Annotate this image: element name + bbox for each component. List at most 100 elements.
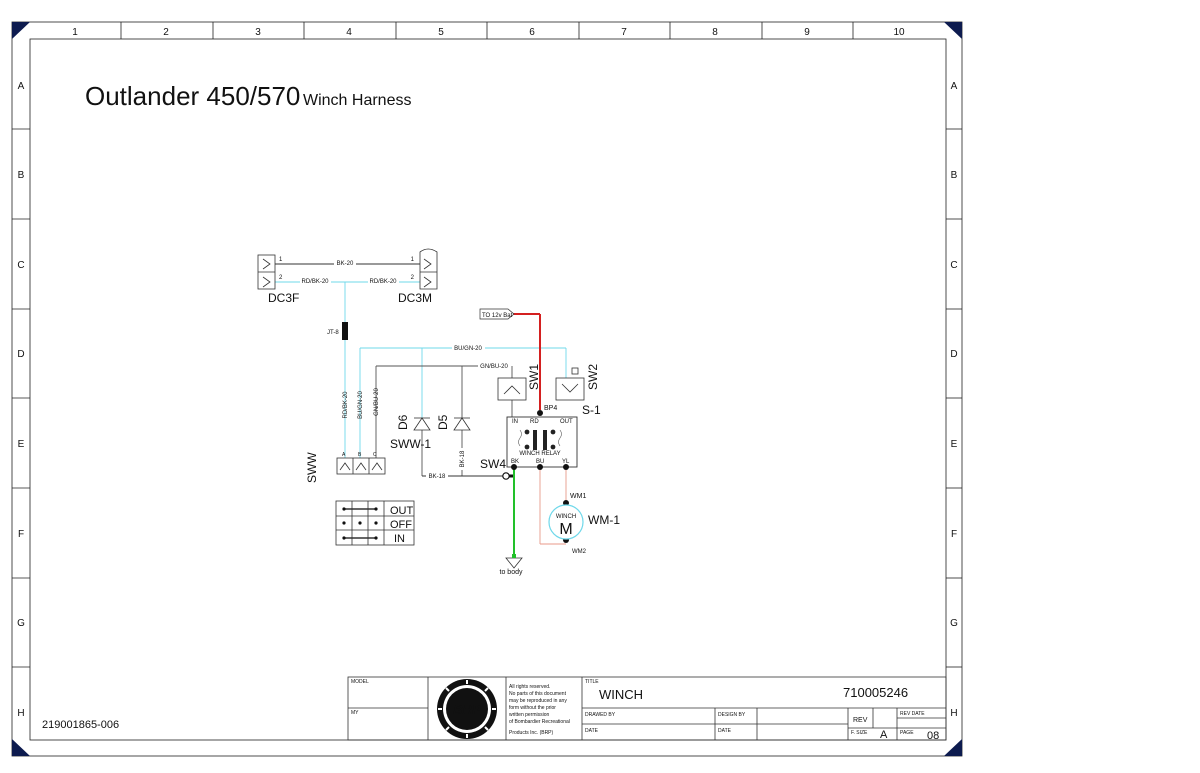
tb-title-label: TITLE xyxy=(585,679,599,685)
svg-text:written permission: written permission xyxy=(509,712,550,718)
tb-model-label: MODEL xyxy=(351,679,369,685)
connector-dc3m xyxy=(419,248,438,290)
label-d5: D5 xyxy=(436,414,450,430)
row-label-h: H xyxy=(17,708,24,719)
brp-logo: BRP xyxy=(295,679,497,739)
row-label-a-right: A xyxy=(951,81,958,92)
ground-symbol xyxy=(505,554,523,569)
wire-labels: BK-20 RD/BK-20 RD/BK-20 RD/BK-20 BU/GN-2… xyxy=(300,259,510,480)
label-dc3f: DC3F xyxy=(268,291,299,305)
row-label-a: A xyxy=(18,81,25,92)
tb-page-label: PAGE xyxy=(900,730,914,736)
row-label-b: B xyxy=(18,170,25,181)
dc3m-pin-1: 1 xyxy=(411,257,415,263)
tb-legal-notice: All rights reserved. No parts of this do… xyxy=(509,684,570,736)
label-bp4: BP4 xyxy=(544,405,557,412)
label-wm2: WM2 xyxy=(572,549,587,555)
label-sww: SWW xyxy=(305,452,319,483)
connector-sw2 xyxy=(555,367,585,401)
dc3f-pin-1: 1 xyxy=(279,257,283,263)
dc3f-pin-2: 2 xyxy=(279,275,283,281)
relay-name: WINCH RELAY xyxy=(519,451,560,457)
diagram-title: Outlander 450/570 xyxy=(85,81,300,111)
row-label-b-right: B xyxy=(951,170,958,181)
diagram-subtitle: Winch Harness xyxy=(303,92,411,109)
motor-symbol-m: M xyxy=(559,521,572,538)
switch-state-off: OFF xyxy=(390,519,412,531)
label-sww1: SWW-1 xyxy=(390,437,431,451)
col-label-6: 6 xyxy=(529,27,535,38)
tb-page-value: 08 xyxy=(927,730,939,742)
winch-motor xyxy=(548,504,584,540)
col-label-4: 4 xyxy=(346,27,352,38)
switch-state-dots xyxy=(342,507,378,540)
label-wm1-motor: WM-1 xyxy=(588,513,620,527)
tb-size-value: A xyxy=(880,729,888,741)
column-labels: 1 2 3 4 5 6 7 8 9 10 xyxy=(72,27,905,38)
splice-jt8 xyxy=(342,322,348,340)
row-label-g: G xyxy=(17,618,25,629)
wire-label-bugn20-h: BU/GN-20 xyxy=(454,346,482,352)
tb-design-by: DESIGN BY xyxy=(718,712,746,718)
wire-label-bk20: BK-20 xyxy=(337,261,354,267)
svg-text:may be reproduced in any: may be reproduced in any xyxy=(509,698,567,704)
relay-pin-out: OUT xyxy=(560,419,573,425)
sww-pin-b: B xyxy=(358,452,362,458)
label-wm1: WM1 xyxy=(570,493,586,500)
row-label-e-right: E xyxy=(951,439,958,450)
tb-title-value: WINCH xyxy=(599,687,643,702)
col-label-7: 7 xyxy=(621,27,627,38)
svg-text:of Bombardier Recreational: of Bombardier Recreational xyxy=(509,719,570,725)
wire-label-rdbk20-a: RD/BK-20 xyxy=(301,279,329,285)
row-label-h-right: H xyxy=(950,708,957,719)
diode-d6 xyxy=(413,417,431,431)
connector-dc3f xyxy=(257,254,276,290)
tb-drawn-by: DRAWED BY xyxy=(585,712,616,718)
row-labels-left: A B C D E F G H xyxy=(17,81,25,719)
wire-label-bk18-v: BK-18 xyxy=(460,450,466,467)
tb-date-2: DATE xyxy=(718,728,732,734)
wire-label-gnbu20-h: GN/BU-20 xyxy=(480,364,508,370)
tb-size-label: F. SIZE xyxy=(851,730,868,736)
row-label-g-right: G xyxy=(950,618,958,629)
col-label-1: 1 xyxy=(72,27,78,38)
svg-text:No parts of this document: No parts of this document xyxy=(509,691,567,697)
tb-part-number: 710005246 xyxy=(843,685,908,700)
col-label-3: 3 xyxy=(255,27,261,38)
label-sw4: SW4 xyxy=(480,457,506,471)
svg-text:All rights reserved.: All rights reserved. xyxy=(509,684,550,690)
tb-my-label: MY xyxy=(351,710,359,716)
winch-relay xyxy=(506,410,578,470)
tb-rev-date: REV DATE xyxy=(900,711,925,717)
brp-logo-text: BRP xyxy=(453,702,481,717)
label-d6: D6 xyxy=(396,414,410,430)
border-corner-marks xyxy=(12,22,962,756)
switch-state-in: IN xyxy=(394,533,405,545)
row-label-c: C xyxy=(17,260,24,271)
row-label-f: F xyxy=(18,529,24,540)
svg-text:form without the prior: form without the prior xyxy=(509,705,556,711)
col-label-5: 5 xyxy=(438,27,444,38)
diode-d5 xyxy=(453,417,471,431)
row-label-d-right: D xyxy=(950,349,957,360)
switch-state-out: OUT xyxy=(390,505,414,517)
col-label-8: 8 xyxy=(712,27,718,38)
wire-label-bugn20-v: BU/GN-20 xyxy=(358,391,364,419)
label-to-body: to body xyxy=(500,569,523,576)
sww-pin-a: A xyxy=(342,452,346,458)
row-label-d: D xyxy=(17,349,24,360)
title-block xyxy=(347,676,947,741)
row-labels-right: A B C D E F G H xyxy=(950,81,958,719)
col-label-9: 9 xyxy=(804,27,810,38)
motor-small-label: WINCH xyxy=(556,514,576,520)
row-label-e: E xyxy=(18,439,25,450)
switch-state-table xyxy=(335,500,415,546)
wire-label-rdbk20-b: RD/BK-20 xyxy=(369,279,397,285)
tb-rev: REV xyxy=(853,717,868,724)
wire-label-rdbk20-v: RD/BK-20 xyxy=(343,391,349,419)
drawing-border xyxy=(11,21,963,757)
relay-pin-bu: BU xyxy=(536,459,544,465)
dc3m-pin-2: 2 xyxy=(411,275,415,281)
relay-pin-yl: YL xyxy=(562,459,570,465)
